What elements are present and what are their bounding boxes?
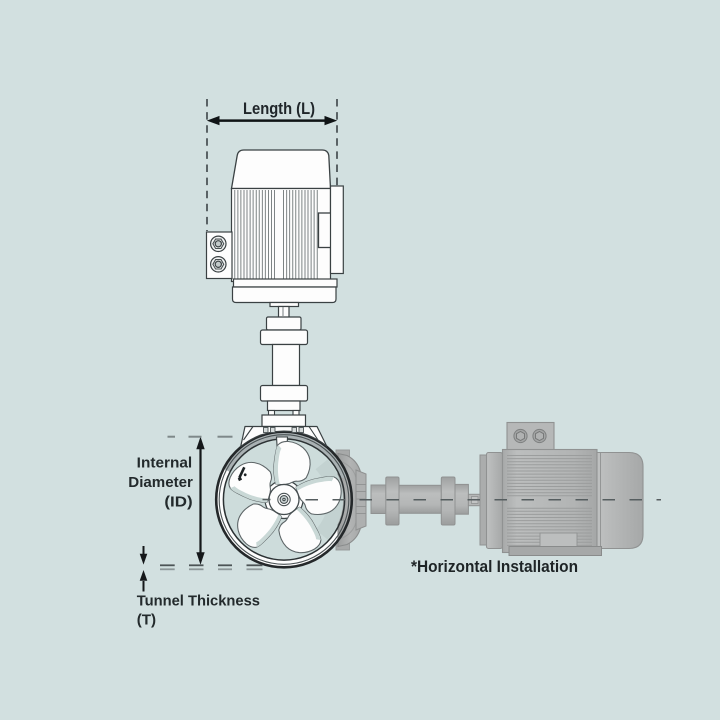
svg-text:Internal: Internal [137, 455, 193, 471]
svg-text:Length (L): Length (L) [243, 100, 315, 118]
svg-text:(T): (T) [137, 612, 156, 629]
svg-text:*Horizontal Installation: *Horizontal Installation [411, 558, 578, 576]
svg-text:Diameter: Diameter [128, 475, 193, 491]
svg-text:(ID): (ID) [164, 495, 192, 511]
svg-text:Tunnel Thickness: Tunnel Thickness [137, 593, 260, 610]
